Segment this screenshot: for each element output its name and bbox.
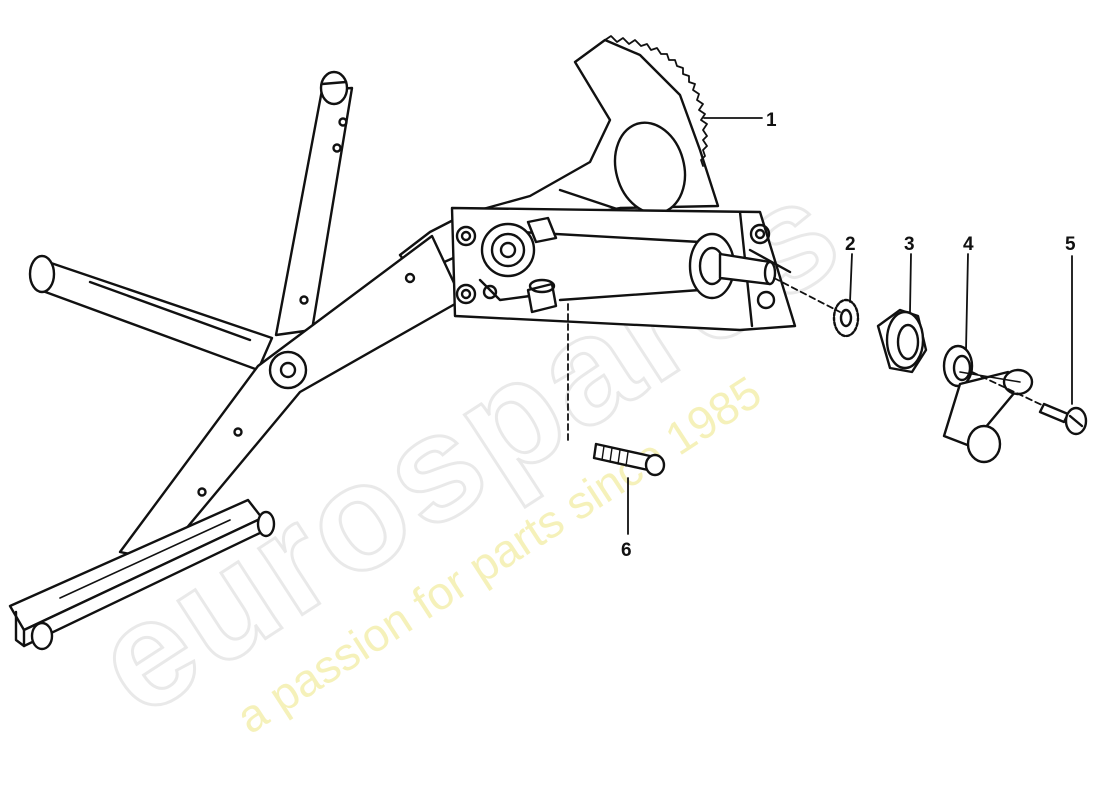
part-4-crank-handle (942, 344, 1034, 464)
callout-6: 6 (621, 540, 632, 561)
part-6-bolt (592, 442, 666, 477)
callout-labels: 1 2 3 4 5 6 (621, 110, 1076, 561)
lateral-arm (28, 254, 274, 372)
callout-2: 2 (845, 234, 856, 255)
upper-arm (274, 70, 354, 337)
part-2-washer (832, 298, 860, 338)
regulator-housing (450, 206, 797, 332)
part-3-escutcheon (876, 308, 928, 374)
leader-lines (567, 117, 1073, 535)
callout-1: 1 (766, 110, 777, 131)
callout-4: 4 (963, 234, 974, 255)
bottom-rail (8, 498, 276, 651)
part-5-screw (1038, 402, 1088, 436)
callout-3: 3 (904, 234, 915, 255)
callout-5: 5 (1065, 234, 1076, 255)
